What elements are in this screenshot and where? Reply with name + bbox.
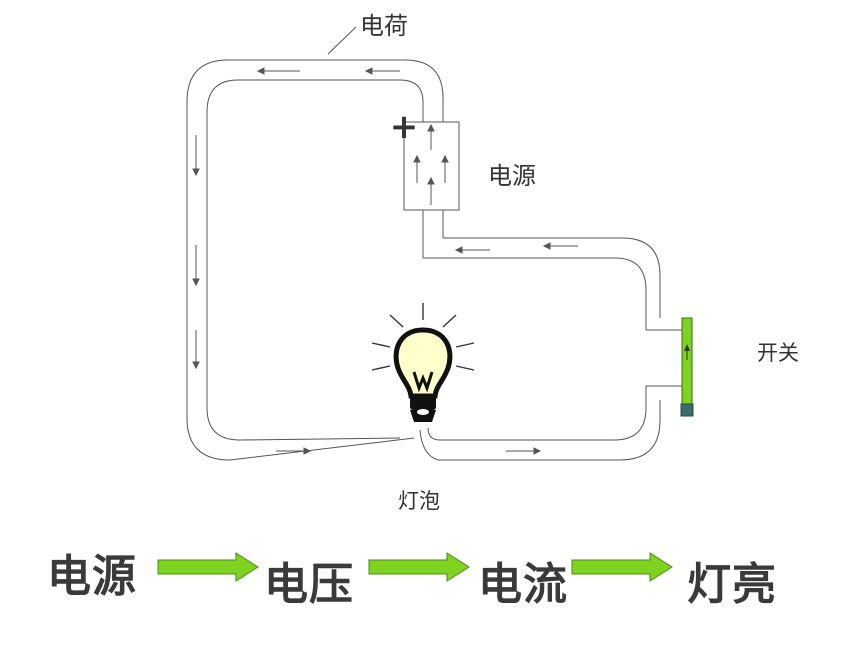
flow-step-power: 电源 bbox=[47, 551, 137, 602]
arrow-left-1-head bbox=[192, 168, 200, 177]
arrow-bottom-1-head bbox=[303, 447, 312, 455]
switch-label: 开关 bbox=[757, 341, 799, 365]
switch-lever bbox=[681, 317, 693, 407]
arrow-source-4-head bbox=[427, 176, 435, 185]
arrow-bottom-2-head bbox=[533, 447, 542, 455]
bulb-icon bbox=[371, 303, 475, 422]
flow-step-current: 电流 bbox=[478, 559, 568, 610]
switch-base bbox=[680, 403, 694, 417]
wire-outer-left bbox=[186, 59, 444, 461]
arrow-top-2-head bbox=[364, 67, 373, 75]
wire-right-bottom-outer bbox=[419, 400, 661, 461]
arrow-source-2-head bbox=[413, 154, 421, 163]
flow-step-voltage: 电压 bbox=[264, 559, 354, 610]
arrow-source-3-head bbox=[441, 154, 449, 163]
charge-pointer-line bbox=[327, 26, 357, 55]
charge-label: 电荷 bbox=[360, 12, 408, 40]
flow-arrow-3 bbox=[571, 552, 673, 582]
plus-sign: + bbox=[390, 107, 419, 147]
arrow-left-3-head bbox=[192, 361, 200, 370]
flow-arrow-1 bbox=[157, 552, 259, 582]
arrow-right-2-head bbox=[454, 246, 463, 254]
arrow-source-1-head bbox=[427, 123, 435, 132]
flow-step-light: 灯亮 bbox=[687, 559, 777, 610]
power-source-label: 电源 bbox=[488, 162, 536, 190]
flow-arrow-2 bbox=[368, 552, 470, 582]
wire-right-outer bbox=[443, 237, 661, 318]
wire-right-inner bbox=[423, 257, 682, 331]
bulb-label: 灯泡 bbox=[398, 489, 440, 513]
wire-inner-left bbox=[206, 79, 424, 441]
arrow-left-2-head bbox=[192, 278, 200, 287]
arrow-right-1-head bbox=[542, 242, 551, 250]
wire-right-bottom-inner bbox=[427, 385, 682, 441]
arrow-top-1-head bbox=[256, 67, 265, 75]
